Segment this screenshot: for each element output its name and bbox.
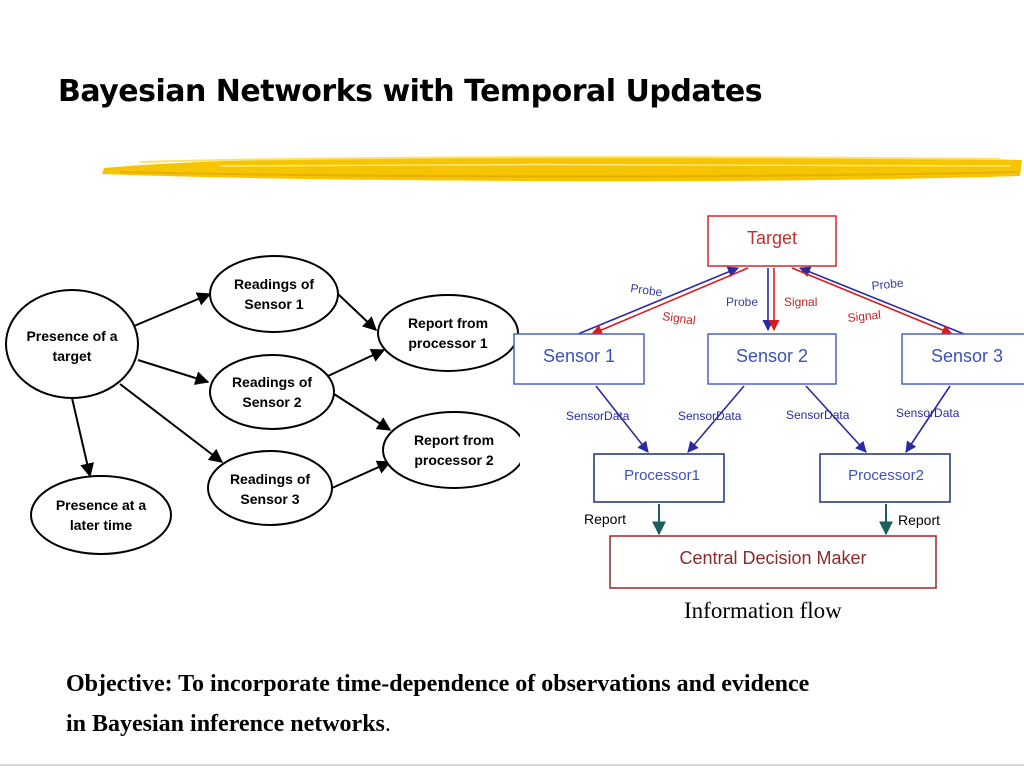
node-report1-line1: Report from: [408, 315, 488, 331]
flow-target-label: Target: [747, 228, 797, 248]
sensor-data-label-2: SensorData: [678, 409, 742, 423]
report-label-2: Report: [898, 512, 940, 528]
report-label-1: Report: [584, 511, 626, 527]
probe-label-2: Probe: [726, 295, 758, 309]
edge-presence-sensor1: [133, 292, 212, 327]
node-sensor3-line2: Sensor 3: [240, 491, 299, 507]
bayes-edges: [71, 292, 392, 489]
sensor-data-label-1: SensorData: [566, 409, 630, 423]
flow-target: Target: [707, 215, 837, 267]
flow-sensor-3-label: Sensor 3: [931, 346, 1003, 366]
bayes-network-diagram: Presence of a target Readings of Sensor …: [5, 255, 520, 555]
node-later: Presence at a later time: [30, 475, 172, 555]
node-report1-line2: processor 1: [408, 335, 488, 351]
probe-label-1: Probe: [630, 281, 664, 299]
flow-central-label: Central Decision Maker: [679, 548, 866, 568]
edge-presence-sensor3: [119, 383, 224, 463]
sensor-data-arrows: [595, 385, 951, 453]
node-sensor1: Readings of Sensor 1: [209, 255, 339, 333]
node-sensor3: Readings of Sensor 3: [207, 450, 333, 526]
diagram-caption: Information flow: [684, 598, 842, 623]
edge-presence-later: [71, 397, 94, 478]
node-presence-line2: target: [53, 348, 92, 364]
signal-label-3: Signal: [847, 308, 882, 325]
flow-sensor-1-label: Sensor 1: [543, 346, 615, 366]
node-sensor2-line2: Sensor 2: [242, 394, 301, 410]
title-accent-stroke: [102, 156, 1022, 182]
node-later-line1: Presence at a: [56, 497, 146, 513]
flow-sensor-2-label: Sensor 2: [736, 346, 808, 366]
flow-sensor-2: Sensor 2: [707, 333, 837, 385]
node-sensor2: Readings of Sensor 2: [209, 354, 335, 430]
node-sensor2-line1: Readings of: [232, 374, 312, 390]
objective-sentence: Objective: To incorporate time-dependenc…: [66, 671, 810, 737]
flow-central-decision-maker: Central Decision Maker: [609, 535, 937, 589]
edge-presence-sensor2: [137, 359, 210, 385]
node-report2: Report from processor 2: [382, 411, 520, 489]
probe-signal-arrows: [577, 266, 965, 336]
node-sensor1-line2: Sensor 1: [244, 296, 303, 312]
sensor-data-label-4: SensorData: [896, 406, 960, 420]
flow-processor-2-label: Processor2: [848, 467, 924, 484]
flow-processor-1-label: Processor1: [624, 467, 700, 484]
node-later-line2: later time: [70, 517, 132, 533]
slide-title: Bayesian Networks with Temporal Updates: [58, 74, 763, 109]
signal-label-1: Signal: [662, 309, 697, 328]
edge-sensor3-report2: [331, 460, 392, 489]
flow-sensor-1: Sensor 1: [513, 333, 645, 385]
signal-label-2: Signal: [784, 295, 817, 309]
node-report1: Report from processor 1: [377, 294, 519, 372]
flow-processor-1: Processor1: [593, 453, 725, 503]
node-report2-line2: processor 2: [414, 452, 494, 468]
flow-sensor-3: Sensor 3: [901, 333, 1024, 385]
edge-sensor1-report1: [337, 293, 378, 331]
node-sensor3-line1: Readings of: [230, 471, 310, 487]
objective-text: Objective: To incorporate time-dependenc…: [66, 664, 826, 744]
bottom-rule: [0, 764, 1024, 766]
flow-processor-2: Processor2: [819, 453, 951, 503]
node-report2-line1: Report from: [414, 432, 494, 448]
information-flow-diagram: Target Probe Signal Probe Signal Probe S…: [513, 215, 1024, 589]
node-sensor1-line1: Readings of: [234, 276, 314, 292]
probe-label-3: Probe: [871, 276, 905, 293]
objective-period: .: [384, 711, 391, 737]
node-presence: Presence of a target: [5, 289, 139, 399]
sensor-data-label-3: SensorData: [786, 408, 850, 422]
node-presence-line1: Presence of a: [26, 328, 117, 344]
edge-sensor2-report2: [333, 393, 392, 431]
report-arrows: [652, 504, 893, 536]
edge-sensor2-report1: [327, 348, 386, 377]
